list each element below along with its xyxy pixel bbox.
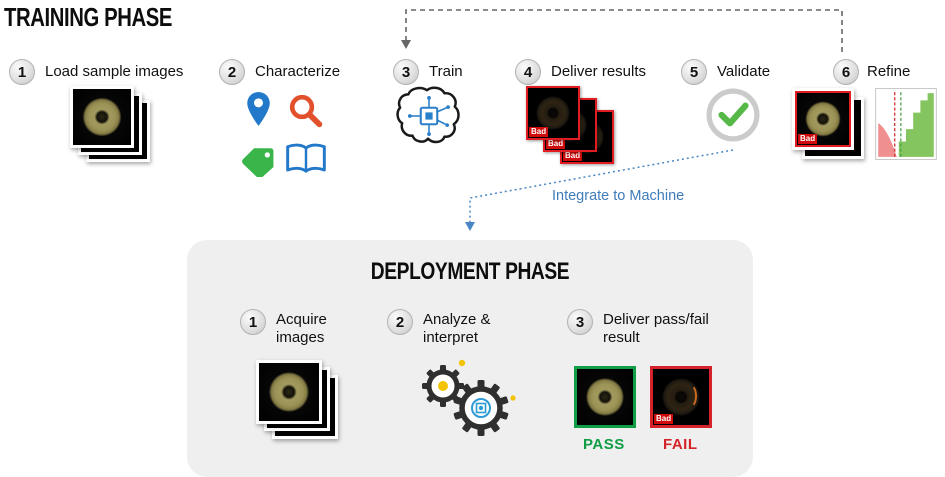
location-pin-icon xyxy=(247,92,270,126)
magnifier-icon xyxy=(289,94,323,128)
deployment-phase-title: DEPLOYMENT PHASE xyxy=(370,258,570,285)
analyze-gears-icon xyxy=(422,359,516,436)
tag-icon xyxy=(242,148,274,177)
validate-check-icon xyxy=(706,88,760,142)
training-step-4-number: 4 xyxy=(515,59,541,85)
open-book-icon xyxy=(286,143,326,173)
training-step-6-label: Refine xyxy=(867,63,911,80)
sample-images-stack xyxy=(70,86,162,174)
refine-photo-front: Bad xyxy=(792,88,854,150)
refine-image-stack: Bad xyxy=(792,88,870,166)
acquire-photo-front xyxy=(256,360,322,424)
deployment-step-1-label: Acquire images xyxy=(276,311,327,346)
integrate-to-machine-label: Integrate to Machine xyxy=(552,188,685,204)
training-step-2-number: 2 xyxy=(219,59,245,85)
integrate-arrowhead-icon xyxy=(465,222,475,231)
result-photo-front: Bad xyxy=(526,86,580,140)
deployment-step-3-number: 3 xyxy=(567,309,593,335)
deployment-step-1-number: 1 xyxy=(240,309,266,335)
pass-result-image xyxy=(574,366,636,428)
sample-photo-front xyxy=(70,86,134,148)
training-step-4-label: Deliver results xyxy=(551,63,647,80)
bad-badge: Bad xyxy=(563,151,583,161)
pass-label: PASS xyxy=(583,436,625,453)
training-step-6-number: 6 xyxy=(833,59,859,85)
training-step-1-label: Load sample images xyxy=(45,63,184,80)
fail-label: FAIL xyxy=(663,436,698,453)
bad-badge: Bad xyxy=(529,127,549,137)
bad-badge: Bad xyxy=(654,414,674,424)
acquire-images-stack xyxy=(256,360,348,450)
deployment-step-3-label: Deliver pass/fail result xyxy=(603,311,709,346)
ai-brain-icon xyxy=(396,86,460,144)
results-images-stack: Bad Bad Bad xyxy=(526,86,624,172)
training-step-2-label: Characterize xyxy=(255,63,341,80)
training-step-5-number: 5 xyxy=(681,59,707,85)
feedback-arrowhead-icon xyxy=(401,40,411,49)
deployment-step-2-label: Analyze & interpret xyxy=(423,311,491,346)
refine-to-train-feedback-line xyxy=(405,9,843,52)
training-step-5-label: Validate xyxy=(717,63,771,80)
bad-badge: Bad xyxy=(546,139,566,149)
deployment-step-2-number: 2 xyxy=(387,309,413,335)
training-phase-title: TRAINING PHASE xyxy=(4,2,173,32)
training-step-3-number: 3 xyxy=(393,59,419,85)
fail-result-image: Bad xyxy=(650,366,712,428)
fail-defect-mark xyxy=(682,383,697,409)
training-step-1-number: 1 xyxy=(9,59,35,85)
training-step-3-label: Train xyxy=(429,63,463,80)
bad-badge: Bad xyxy=(798,134,818,144)
refine-distribution-chart xyxy=(875,88,937,160)
